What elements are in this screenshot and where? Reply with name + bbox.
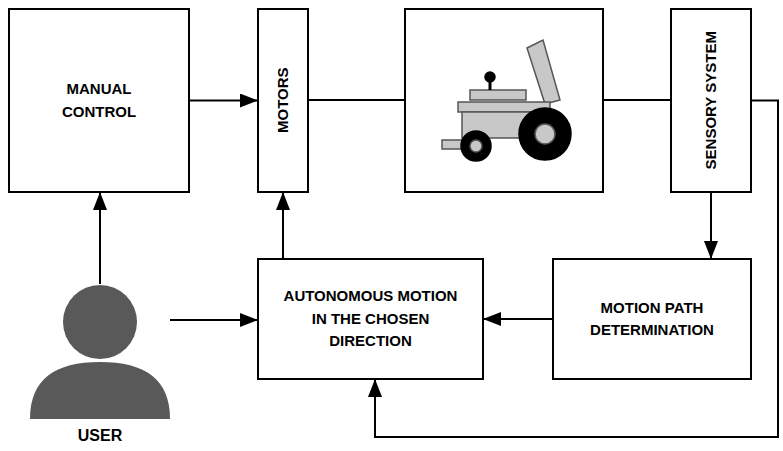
- motion-path-box: MOTION PATH DETERMINATION: [552, 258, 752, 380]
- node-label: AUTONOMOUS MOTION IN THE CHOSEN DIRECTIO…: [278, 285, 463, 353]
- flow-arrow: [710, 193, 712, 258]
- node-label: USER: [30, 427, 170, 445]
- motor-link-line: [309, 99, 404, 101]
- flow-arrow: [190, 100, 257, 102]
- node-label: MOTORS: [272, 68, 295, 134]
- autonomous-motion-box: AUTONOMOUS MOTION IN THE CHOSEN DIRECTIO…: [257, 258, 484, 380]
- flow-arrow: [99, 193, 101, 284]
- sensor-link-line: [604, 99, 670, 101]
- person-icon: [30, 284, 170, 449]
- user-figure: USER: [30, 284, 170, 449]
- node-label: SENSORY SYSTEM: [700, 31, 723, 169]
- wheelchair-figure: [442, 40, 571, 161]
- sensory-system-box: SENSORY SYSTEM: [670, 8, 752, 193]
- node-label: MOTION PATH DETERMINATION: [565, 297, 740, 342]
- flow-arrow: [170, 319, 257, 321]
- motors-box: MOTORS: [257, 8, 309, 193]
- flow-arrow: [484, 318, 552, 320]
- flow-arrow: [282, 193, 284, 258]
- wheelchair-box: [405, 9, 603, 192]
- manual-control-box: MANUAL CONTROL: [8, 8, 190, 193]
- node-label: MANUAL CONTROL: [34, 78, 164, 123]
